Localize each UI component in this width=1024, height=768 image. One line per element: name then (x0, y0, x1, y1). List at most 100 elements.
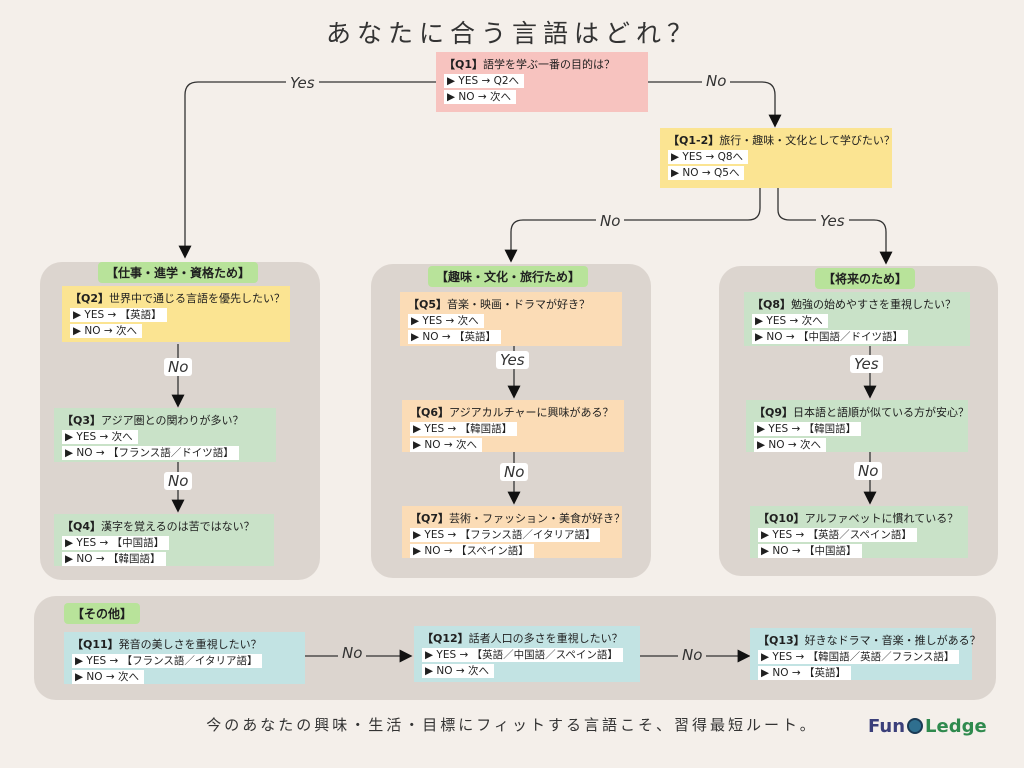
label-q6-no: No (500, 463, 529, 481)
q9-no-option: ▶ NO → 次へ (754, 438, 827, 452)
q12-id: 【Q12】 (422, 632, 469, 645)
question-q12: 【Q12】話者人口の多さを重視したい？ ▶ YES → 【英語／中国語／スペイン… (414, 626, 640, 682)
question-q1-2: 【Q1-2】旅行・趣味・文化として学びたい？ ▶ YES → Q8へ ▶ NO … (660, 128, 895, 188)
q5-no-option: ▶ NO → 【英語】 (408, 330, 502, 344)
q3-id: 【Q3】 (62, 414, 102, 427)
panel-title-hobby: 【趣味・文化・旅行ため】 (428, 266, 589, 287)
q11-id: 【Q11】 (72, 638, 119, 651)
q5-id: 【Q5】 (408, 298, 448, 311)
q7-text: 芸術・ファッション・美食が好き？ (449, 512, 626, 525)
q12-yes-option: ▶ YES → 【英語／中国語／スペイン語】 (422, 648, 623, 662)
q8-yes-option: ▶ YES → 次へ (752, 314, 828, 328)
q4-id: 【Q4】 (62, 520, 102, 533)
question-q6: 【Q6】アジアカルチャーに興味がある？ ▶ YES → 【韓国語】 ▶ NO →… (402, 400, 624, 452)
q11-no-option: ▶ NO → 次へ (72, 670, 145, 684)
q2-no-option: ▶ NO → 次へ (70, 324, 143, 338)
question-q9: 【Q9】日本語と語順が似ている方が安心？ ▶ YES → 【韓国語】 ▶ NO … (746, 400, 970, 452)
q4-text: 漢字を覚えるのは苦ではない？ (101, 520, 255, 533)
question-q5-heading: 【Q5】音楽・映画・ドラマが好き？ (408, 297, 614, 312)
q5-yes-option: ▶ YES → 次へ (408, 314, 484, 328)
q13-no-option: ▶ NO → 【英語】 (758, 666, 852, 680)
q6-yes-option: ▶ YES → 【韓国語】 (410, 422, 518, 436)
q3-yes-option: ▶ YES → 次へ (62, 430, 138, 444)
q9-text: 日本語と語順が似ている方が安心？ (793, 406, 970, 419)
q10-yes-option: ▶ YES → 【英語／スペイン語】 (758, 528, 917, 542)
q2-yes-option: ▶ YES → 【英語】 (70, 308, 167, 322)
q1-no-option: ▶ NO → 次へ (444, 90, 517, 104)
question-q7: 【Q7】芸術・ファッション・美食が好き？ ▶ YES → 【フランス語／イタリア… (402, 506, 625, 558)
panel-title-other: 【その他】 (64, 603, 141, 624)
label-q5-yes: Yes (496, 351, 529, 369)
panel-title-work: 【仕事・進学・資格ため】 (98, 262, 259, 283)
q7-no-option: ▶ NO → 【スペイン語】 (410, 544, 534, 558)
q13-id: 【Q13】 (758, 634, 805, 647)
question-q1: 【Q1】語学を学ぶ一番の目的は？ ▶ YES → Q2へ ▶ NO → 次へ (436, 52, 648, 112)
label-q9-no: No (854, 462, 883, 480)
label-q2-no: No (164, 358, 193, 376)
q1-2-text: 旅行・趣味・文化として学びたい？ (719, 134, 895, 147)
question-q11-heading: 【Q11】発音の美しさを重視したい？ (72, 637, 297, 652)
question-q1-heading: 【Q1】語学を学ぶ一番の目的は？ (444, 57, 640, 72)
q9-yes-option: ▶ YES → 【韓国語】 (754, 422, 862, 436)
q7-id: 【Q7】 (410, 512, 450, 525)
q10-text: アルファベットに慣れている？ (804, 512, 959, 525)
question-q11: 【Q11】発音の美しさを重視したい？ ▶ YES → 【フランス語／イタリア語】… (64, 632, 305, 684)
page-title: あなたに合う言語はどれ？ (325, 19, 698, 48)
q4-no-option: ▶ NO → 【韓国語】 (62, 552, 166, 566)
logo-part-fun: Fun (868, 716, 906, 737)
question-q12-heading: 【Q12】話者人口の多さを重視したい？ (422, 631, 632, 646)
logo-part-ledge: Ledge (925, 716, 987, 737)
label-q12-no: No (596, 212, 625, 230)
question-q1-2-heading: 【Q1-2】旅行・趣味・文化として学びたい？ (668, 133, 895, 148)
question-q2-heading: 【Q2】世界中で通じる言語を優先したい？ (70, 291, 286, 306)
question-q10-heading: 【Q10】アルファベットに慣れている？ (758, 511, 960, 526)
label-q1-yes: Yes (286, 74, 319, 92)
edge-q12-no (504, 188, 761, 263)
q8-text: 勉強の始めやすさを重視したい？ (791, 298, 957, 311)
q5-text: 音楽・映画・ドラマが好き？ (447, 298, 591, 311)
panel-title-future: 【将来のため】 (815, 268, 916, 289)
edge-q1-yes (178, 81, 436, 259)
globe-icon (907, 718, 924, 734)
q3-text: アジア圏との関わりが多い？ (101, 414, 244, 427)
funledge-logo: Fun Ledge (868, 716, 987, 737)
footer-tagline: 今のあなたの興味・生活・目標にフィットする言語こそ、習得最短ルート。 (206, 716, 818, 734)
q10-no-option: ▶ NO → 【中国語】 (758, 544, 862, 558)
label-q3-no: No (164, 472, 193, 490)
label-q12-yes: Yes (816, 212, 849, 230)
q12-text: 話者人口の多さを重視したい？ (468, 632, 623, 645)
label-q8-yes: Yes (850, 355, 883, 373)
question-q7-heading: 【Q7】芸術・ファッション・美食が好き？ (410, 511, 625, 526)
question-q3-heading: 【Q3】アジア圏との関わりが多い？ (62, 413, 268, 428)
q1-text: 語学を学ぶ一番の目的は？ (483, 58, 616, 71)
question-q8-heading: 【Q8】勉強の始めやすさを重視したい？ (752, 297, 962, 312)
q1-2-no-option: ▶ NO → Q5へ (668, 166, 745, 180)
question-q4: 【Q4】漢字を覚えるのは苦ではない？ ▶ YES → 【中国語】 ▶ NO → … (54, 514, 274, 566)
q1-id: 【Q1】 (444, 58, 484, 71)
q11-text: 発音の美しさを重視したい？ (118, 638, 262, 651)
q8-id: 【Q8】 (752, 298, 792, 311)
q12-no-option: ▶ NO → 次へ (422, 664, 495, 678)
question-q5: 【Q5】音楽・映画・ドラマが好き？ ▶ YES → 次へ ▶ NO → 【英語】 (400, 292, 622, 346)
question-q10: 【Q10】アルファベットに慣れている？ ▶ YES → 【英語／スペイン語】 ▶… (750, 506, 968, 558)
q1-2-yes-option: ▶ YES → Q8へ (668, 150, 749, 164)
label-q11-no: No (338, 644, 367, 662)
q3-no-option: ▶ NO → 【フランス語／ドイツ語】 (62, 446, 239, 460)
question-q4-heading: 【Q4】漢字を覚えるのは苦ではない？ (62, 519, 266, 534)
q10-id: 【Q10】 (758, 512, 805, 525)
question-q13: 【Q13】好きなドラマ・音楽・推しがある？ ▶ YES → 【韓国語／英語／フラ… (750, 628, 981, 680)
q2-id: 【Q2】 (70, 292, 110, 305)
q7-yes-option: ▶ YES → 【フランス語／イタリア語】 (410, 528, 601, 542)
label-q1-no: No (702, 72, 731, 90)
question-q2: 【Q2】世界中で通じる言語を優先したい？ ▶ YES → 【英語】 ▶ NO →… (62, 286, 290, 342)
label-q12b-no: No (678, 646, 707, 664)
q2-text: 世界中で通じる言語を優先したい？ (109, 292, 286, 305)
question-q6-heading: 【Q6】アジアカルチャーに興味がある？ (410, 405, 616, 420)
question-q13-heading: 【Q13】好きなドラマ・音楽・推しがある？ (758, 633, 981, 648)
q6-id: 【Q6】 (410, 406, 450, 419)
q4-yes-option: ▶ YES → 【中国語】 (62, 536, 170, 550)
question-q3: 【Q3】アジア圏との関わりが多い？ ▶ YES → 次へ ▶ NO → 【フラン… (54, 408, 276, 462)
q1-2-id: 【Q1-2】 (668, 134, 720, 147)
question-q8: 【Q8】勉強の始めやすさを重視したい？ ▶ YES → 次へ ▶ NO → 【中… (744, 292, 970, 346)
q13-text: 好きなドラマ・音楽・推しがある？ (804, 634, 981, 647)
